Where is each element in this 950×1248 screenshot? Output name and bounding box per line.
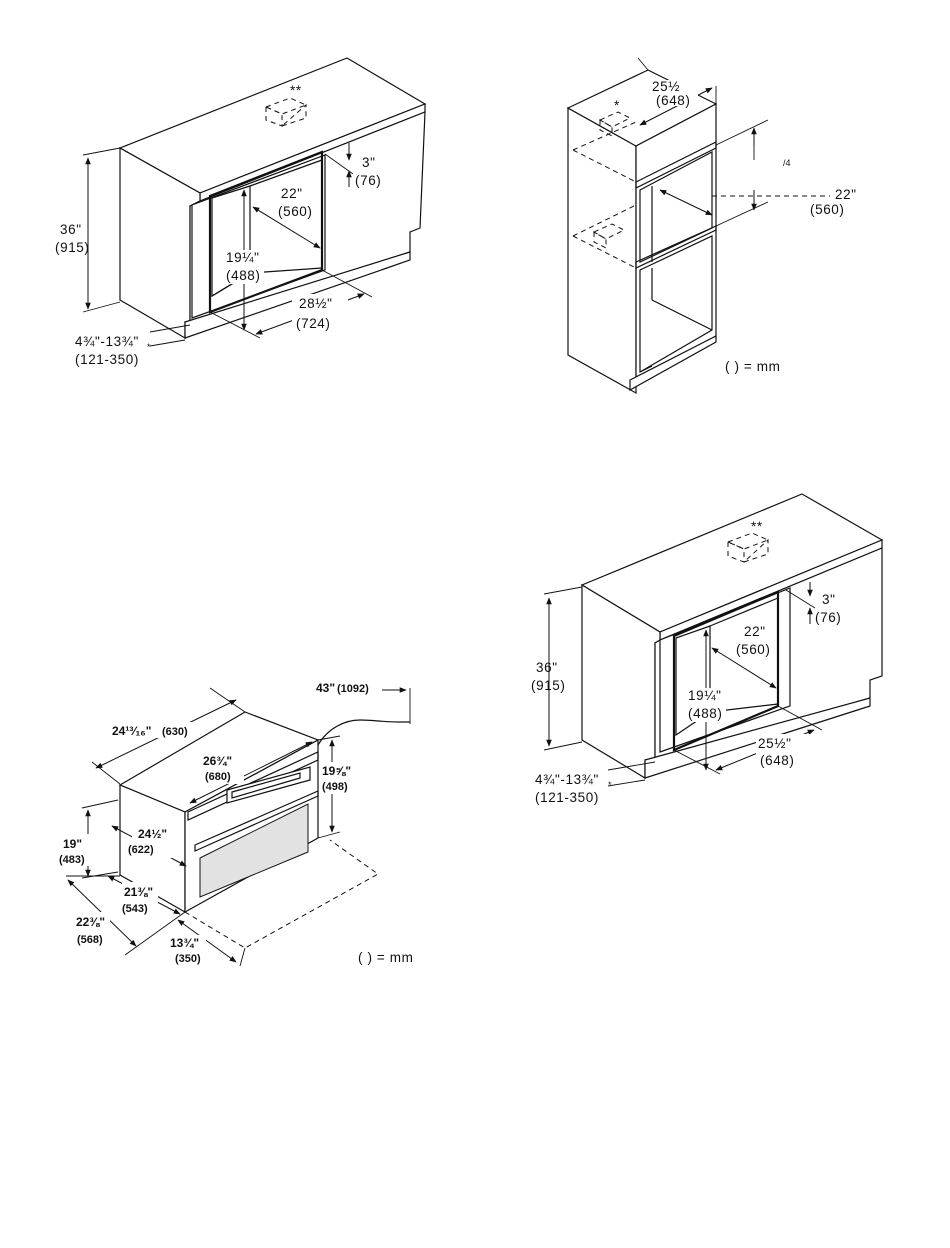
d4-open-w-mm: (648): [760, 753, 795, 768]
d3-body-h-mm: (483): [59, 854, 85, 866]
d2-width-inch: 25½: [652, 79, 680, 94]
d4-depth-inch: 22": [744, 624, 766, 639]
d2-depth-mm: (560): [810, 202, 845, 217]
d4-open-w-inch: 25½": [758, 736, 791, 751]
d4-gap-mm: (76): [815, 610, 841, 625]
d4-toe-inch: 4¾"-13¾": [535, 772, 599, 787]
d3-depth-total-inch: 24¹³⁄₁₆": [112, 724, 151, 738]
d4-open-h-mm: (488): [688, 706, 723, 721]
cord-mm: (1092): [337, 683, 369, 695]
d3-body-w-mm: (622): [128, 844, 154, 856]
d1-gap-mm: (76): [355, 173, 381, 188]
d1-height-inch: 36": [60, 222, 82, 237]
d2-units: ( ) = mm: [725, 359, 780, 374]
d1-gap-inch: 3": [362, 155, 376, 170]
d1-toe-star: *: [147, 342, 151, 352]
d3-body-h-inch: 19": [63, 837, 82, 851]
d4-open-h-inch: 19¼": [688, 688, 721, 703]
d4-gap-inch: 3": [822, 592, 836, 607]
d3-clear-mm: (350): [175, 953, 201, 965]
d4-toe-star: *: [608, 780, 612, 790]
d1-open-h-mm: (488): [226, 268, 261, 283]
d3-depth-total-mm: (630): [162, 726, 188, 738]
d1-toe-inch: 4¾"-13¾": [75, 334, 139, 349]
d3-outer-d-inch: 22⅜": [76, 915, 105, 929]
d3-units: ( ) = mm: [358, 950, 413, 965]
d1-depth-inch: 22": [281, 186, 303, 201]
diagram-oven-unit: 43" (1092) 24¹³⁄₁₆" (630) 26¾" (680) 19⅝…: [59, 681, 413, 967]
d1-height-mm: (915): [55, 240, 90, 255]
d4-height-mm: (915): [531, 678, 566, 693]
d2-width-mm: (648): [656, 93, 691, 108]
tall-cabinet-front: [636, 104, 716, 380]
cord-inch: 43": [316, 681, 335, 695]
tall-cabinet-side: [568, 108, 636, 393]
d3-body-w-inch: 24½": [138, 827, 167, 841]
d4-depth-mm: (560): [736, 642, 771, 657]
diagram-tall-cabinet: * 25½ (648) /4 22" (560) ( ) = mm: [568, 58, 857, 393]
d1-open-w-mm: (724): [296, 316, 331, 331]
d3-front-h-mm: (498): [322, 781, 348, 793]
outlet-star: **: [290, 83, 302, 98]
d1-open-w-inch: 28½": [299, 296, 332, 311]
d1-toe-mm: (121-350): [75, 352, 139, 367]
diagram-undercounter-28: ** 3" (76) 22" (560) 36" (915) 19¼" (488…: [55, 58, 425, 367]
d2-star: *: [614, 98, 620, 113]
d3-body-d-mm: (543): [122, 903, 148, 915]
diagram-undercounter-25: ** 3" (76) 22" (560) 36" (915) 19¼" (488…: [531, 494, 882, 805]
d3-width-mm: (680): [205, 771, 231, 783]
d2-slash-label: /4: [783, 158, 791, 168]
d3-outer-d-mm: (568): [77, 934, 103, 946]
d3-width-inch: 26¾": [203, 754, 232, 768]
d1-depth-mm: (560): [278, 204, 313, 219]
d2-depth-inch: 22": [835, 187, 857, 202]
d4-height-inch: 36": [536, 660, 558, 675]
d3-clear-inch: 13¾": [170, 936, 199, 950]
d3-front-h-inch: 19⅝": [322, 764, 351, 778]
d3-body-d-inch: 21⅜": [124, 885, 153, 899]
d1-open-h-inch: 19¼": [226, 250, 259, 265]
d4-outlet-star: **: [751, 519, 763, 534]
d4-toe-mm: (121-350): [535, 790, 599, 805]
